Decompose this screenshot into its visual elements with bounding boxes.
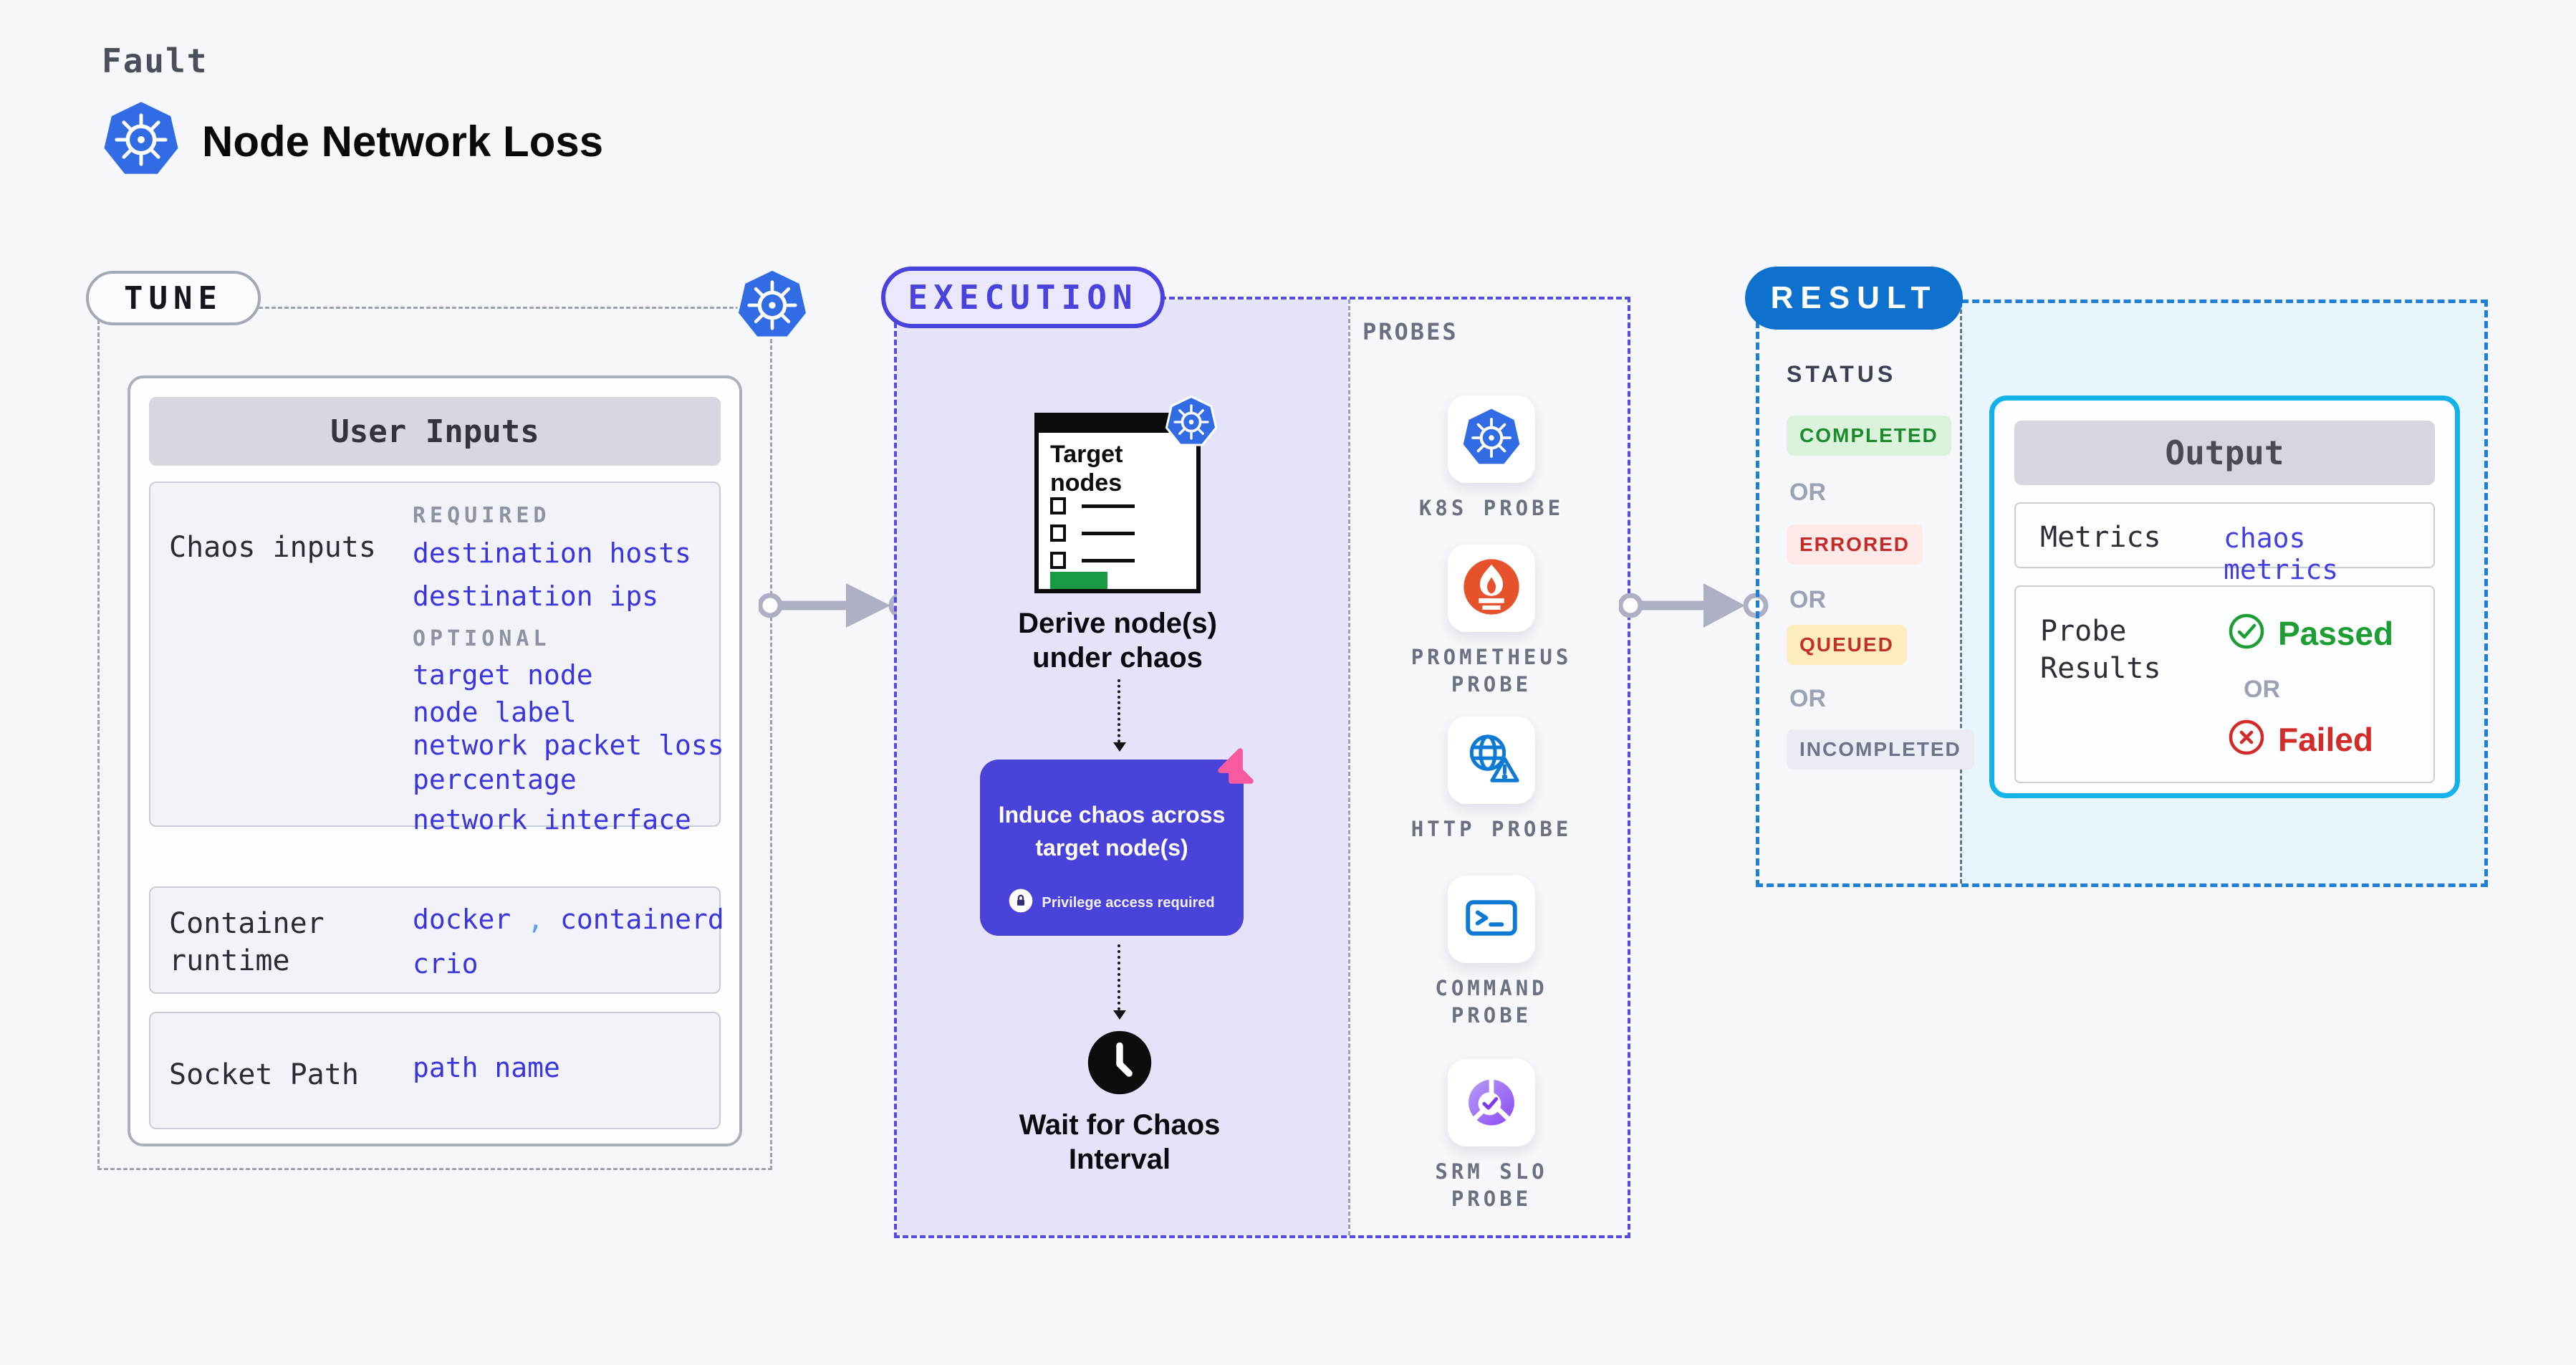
down-dotted-arrow [1113,944,1126,1020]
runtime-crio: crio [413,948,479,980]
probe-results-label: Probe Results [2040,615,2161,685]
privilege-note-text: Privilege access required [1042,894,1215,911]
chaos-inputs-label: Chaos inputs [169,531,376,564]
socket-path-label: Socket Path [169,1058,359,1091]
output-header: Output [2014,421,2435,485]
prometheus-probe-label: PROMETHEUS PROBE [1410,645,1572,696]
container-runtime-label: Container runtime [169,907,325,977]
line [1082,531,1135,535]
result-badge: RESULT [1745,267,1963,330]
http-probe-card [1448,717,1535,804]
input-path-name: path name [413,1052,560,1083]
passed-label: Passed [2278,614,2394,652]
command-probe-label: COMMAND PROBE [1435,976,1548,1028]
status-badge-queued: QUEUED [1787,625,1907,665]
status-heading: STATUS [1787,361,1897,387]
srm-slo-probe-card [1448,1059,1535,1146]
probes-heading: PROBES [1363,318,1458,345]
induce-chaos-box: Induce chaos across target node(s) Privi… [980,748,1254,936]
or-separator: OR [1789,479,1826,506]
chaos-inputs-row: Chaos inputs REQUIRED destination hosts … [149,482,724,835]
output-card: Output Metrics chaos metrics Probe Resul… [1989,396,2460,798]
runtime-separator: , [527,904,544,935]
input-destination-ips: destination ips [413,580,659,612]
x-circle-icon [2228,719,2265,760]
line [1082,504,1135,508]
checkbox-icon [1050,525,1066,542]
status-badge-incompleted: INCOMPLETED [1787,729,1974,770]
clipboard-checkbox-row [1050,552,1135,569]
clipboard-checkbox-row [1050,525,1135,542]
user-inputs-header: User Inputs [149,397,721,466]
status-badge-errored: ERRORED [1787,525,1923,565]
required-heading: REQUIRED [413,503,551,528]
metrics-row: Metrics chaos metrics [2014,502,2435,585]
checkbox-icon [1050,552,1066,569]
line [1082,558,1135,562]
lock-icon [1009,889,1033,917]
input-destination-hosts: destination hosts [413,537,691,569]
or-separator: OR [1789,586,1826,613]
status-badge-completed: COMPLETED [1787,416,1951,456]
metrics-value: chaos metrics [2224,522,2339,585]
optional-heading: OPTIONAL [413,626,551,651]
container-runtime-row: Container runtime docker , containerd cr… [149,886,724,994]
kubernetes-icon [1461,408,1522,471]
derive-nodes-caption: Derive node(s) under chaos [1018,608,1217,674]
execution-badge: EXECUTION [881,267,1165,328]
metrics-label: Metrics [2040,521,2161,554]
clipboard-green-bar [1050,572,1107,589]
probe-results-row: Probe Results Passed OR Failed [2014,585,2435,783]
prometheus-icon [1461,557,1522,621]
tune-section-outline [97,307,772,1170]
clock-icon [1086,1029,1153,1100]
page-title-row: Node Network Loss [102,100,603,183]
or-separator: OR [2244,676,2280,703]
privilege-note: Privilege access required [980,889,1244,917]
runtime-containerd: containerd [559,904,724,935]
terminal-icon [1461,888,1522,952]
srm-slo-probe-label: SRM SLO PROBE [1435,1159,1548,1211]
clipboard-checkbox-row [1050,497,1135,514]
clipboard-title: Target nodes [1050,441,1123,497]
kubernetes-icon [1165,395,1218,452]
container-runtime-values: docker , containerd [413,902,724,937]
down-dotted-arrow [1113,679,1126,752]
kubernetes-icon [102,100,181,183]
checkbox-icon [1050,497,1066,514]
slo-pie-check-icon [1461,1071,1522,1135]
induce-chaos-caption: Induce chaos across target node(s) [998,802,1226,861]
k8s-probe-card [1448,396,1535,483]
or-separator: OR [1789,685,1826,712]
http-probe-label: HTTP PROBE [1410,817,1572,841]
kubernetes-icon [735,268,809,346]
input-target-node: target node [413,659,593,691]
prometheus-probe-card [1448,545,1535,632]
failed-label: Failed [2278,720,2373,758]
litmus-chaos-icon [1213,744,1258,792]
input-network-packet-loss-percentage: network packet loss percentage [413,729,724,795]
user-inputs-card: User Inputs Chaos inputs REQUIRED destin… [128,375,742,1146]
runtime-docker: docker [413,904,511,935]
execution-to-result-arrow [1618,574,1777,641]
input-node-label: node label [413,696,577,728]
input-network-interface: network interface [413,804,691,835]
wait-interval-caption: Wait for Chaos Interval [1019,1109,1221,1175]
passed-row: Passed [2228,613,2393,653]
k8s-probe-label: K8S PROBE [1418,496,1565,520]
command-probe-card [1448,876,1535,963]
check-circle-icon [2228,613,2265,653]
probes-divider [1348,300,1350,1235]
page-title: Node Network Loss [202,118,604,166]
tune-badge: TUNE [86,271,261,325]
http-globe-warning-icon [1461,729,1522,792]
fault-kicker: Fault [102,42,208,80]
failed-row: Failed [2228,719,2373,760]
target-nodes-illustration: Target nodes [1034,395,1218,593]
socket-path-row: Socket Path path name [149,1012,721,1129]
